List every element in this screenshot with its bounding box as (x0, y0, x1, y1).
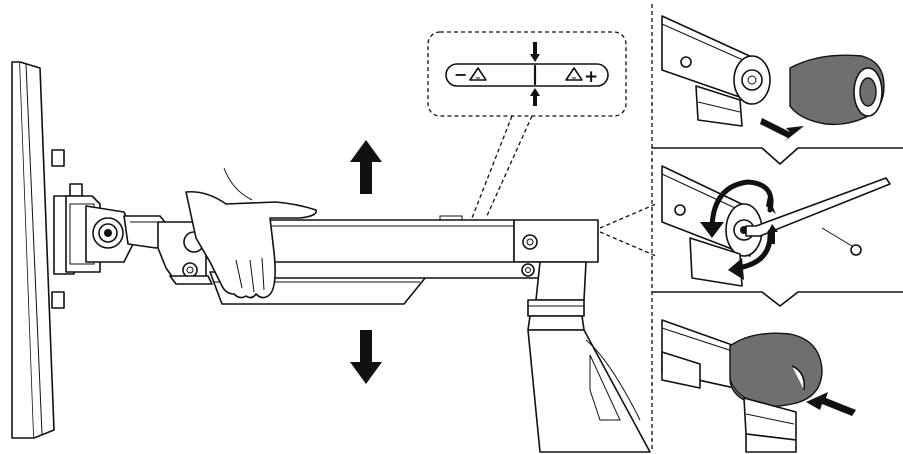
tension-indicator-callout: − + (427, 31, 627, 219)
indicator-plus-label: + (584, 67, 598, 87)
up-arrow-icon (350, 140, 382, 194)
callout-circle (850, 244, 862, 256)
indicator-bottom-arrow-icon (530, 88, 540, 106)
monitor (11, 61, 75, 439)
down-arrow-icon (350, 330, 382, 384)
panel-replace-cap (661, 319, 856, 453)
panel-adjust-tension (661, 165, 891, 287)
end-cap (789, 54, 885, 126)
step-panels (599, 4, 903, 452)
pull-arrow-icon (760, 118, 804, 142)
installed-end-cap (729, 332, 823, 407)
arm-post (527, 299, 651, 453)
push-arrow-icon (806, 392, 856, 416)
hex-key-icon (745, 177, 891, 237)
indicator-minus-label: − (454, 65, 467, 84)
panel-remove-cap (661, 15, 885, 142)
indicator-top-arrow-icon (530, 42, 540, 62)
hand (185, 167, 317, 299)
rotate-arrow-icon (700, 179, 776, 280)
indicator-plus-side: + (565, 67, 598, 87)
tilt-head (65, 183, 169, 273)
indicator-minus-side: − (454, 65, 487, 84)
hex-key-turn-arrow-icon (768, 224, 778, 244)
